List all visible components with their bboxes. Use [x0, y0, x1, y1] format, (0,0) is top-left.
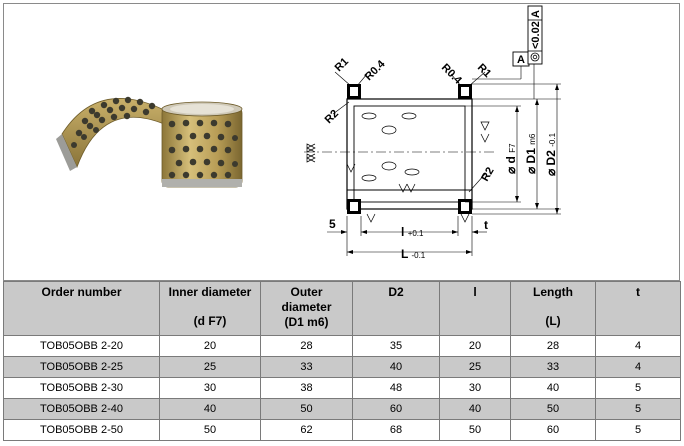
technical-drawing: A <0.02 A R1 R0.4 R0.4 R1 R2 R2 ⌀ d F7 ⌀…	[304, 5, 561, 261]
cell-outer: 33	[260, 356, 353, 378]
svg-text:⌀ D1 m6: ⌀ D1 m6	[524, 133, 538, 174]
label-l-tol: +0.1	[408, 229, 424, 238]
table-row: TOB05OBB 2-30 30 38 48 30 40 5	[3, 377, 681, 399]
cell-inner: 50	[159, 419, 261, 441]
cell-length: 60	[510, 419, 596, 441]
bushing-body	[346, 98, 473, 210]
cell-outer: 50	[260, 398, 353, 420]
table-row: TOB05OBB 2-20 20 28 35 20 28 4	[3, 335, 681, 357]
cell-outer: 38	[260, 377, 353, 399]
label-r2-bottom: R2	[479, 165, 496, 183]
label-l: l	[401, 225, 404, 239]
cell-order: TOB05OBB 2-20	[3, 335, 160, 357]
cell-inner: 40	[159, 398, 261, 420]
table-row: TOB05OBB 2-50 50 62 68 50 60 5	[3, 419, 681, 441]
svg-text:⌀ d F7: ⌀ d F7	[504, 143, 518, 174]
col-header-length: Length(L)	[510, 281, 596, 336]
label-L: L	[401, 247, 408, 261]
bushing-photo	[56, 96, 243, 188]
cell-order: TOB05OBB 2-40	[3, 398, 160, 420]
cell-length: 28	[510, 335, 596, 357]
label-d2-tol: -0.1	[548, 132, 557, 146]
label-d-tol: F7	[508, 143, 517, 153]
cell-inner: 30	[159, 377, 261, 399]
cell-d2: 68	[352, 419, 440, 441]
cell-t: 5	[595, 419, 681, 441]
cell-t: 4	[595, 335, 681, 357]
col-header-l: l	[439, 281, 511, 336]
cell-t: 5	[595, 398, 681, 420]
label-d2: D2	[544, 150, 558, 166]
label-dim-5: 5	[329, 217, 336, 231]
cell-inner: 25	[159, 356, 261, 378]
label-t: t	[484, 218, 488, 232]
cell-l: 50	[439, 419, 511, 441]
svg-text:⌀ D2 -0.1: ⌀ D2 -0.1	[544, 132, 558, 176]
cell-outer: 28	[260, 335, 353, 357]
table-row: TOB05OBB 2-25 25 33 40 25 33 4	[3, 356, 681, 378]
col-header-t: t	[595, 281, 681, 336]
label-r2-top: R2	[323, 108, 341, 126]
cell-t: 4	[595, 356, 681, 378]
cell-l: 20	[439, 335, 511, 357]
cell-length: 40	[510, 377, 596, 399]
label-d1-tol: m6	[528, 133, 537, 145]
cell-order: TOB05OBB 2-25	[3, 356, 160, 378]
table-row: TOB05OBB 2-40 40 50 60 40 50 5	[3, 398, 681, 420]
cell-outer: 62	[260, 419, 353, 441]
cell-l: 25	[439, 356, 511, 378]
svg-text:l +0.1: l +0.1	[401, 225, 424, 239]
tolerance-ref: A	[530, 10, 542, 18]
label-r1-right: R1	[475, 62, 493, 80]
label-d: d	[504, 156, 518, 163]
cell-d2: 48	[352, 377, 440, 399]
cell-l: 40	[439, 398, 511, 420]
datum-a-label: A	[517, 54, 525, 66]
cell-order: TOB05OBB 2-50	[3, 419, 160, 441]
cell-length: 33	[510, 356, 596, 378]
label-r1-left: R1	[333, 56, 351, 74]
cell-d2: 60	[352, 398, 440, 420]
cell-d2: 35	[352, 335, 440, 357]
cell-order: TOB05OBB 2-30	[3, 377, 160, 399]
col-header-order: Order number	[3, 281, 160, 336]
illustration-panel: A <0.02 A R1 R0.4 R0.4 R1 R2 R2 ⌀ d F7 ⌀…	[3, 3, 680, 281]
tolerance-value: <0.02	[530, 21, 542, 49]
label-d1: D1	[524, 148, 538, 164]
label-r04-right: R0.4	[439, 62, 465, 88]
label-r04-left: R0.4	[363, 58, 389, 84]
cell-l: 30	[439, 377, 511, 399]
svg-text:L -0.1: L -0.1	[401, 247, 426, 261]
cell-inner: 20	[159, 335, 261, 357]
col-header-inner-diameter: Inner diameter(d F7)	[159, 281, 261, 336]
col-header-d2: D2	[352, 281, 440, 336]
cell-length: 50	[510, 398, 596, 420]
cell-t: 5	[595, 377, 681, 399]
label-L-tol: -0.1	[411, 251, 425, 260]
cell-d2: 40	[352, 356, 440, 378]
